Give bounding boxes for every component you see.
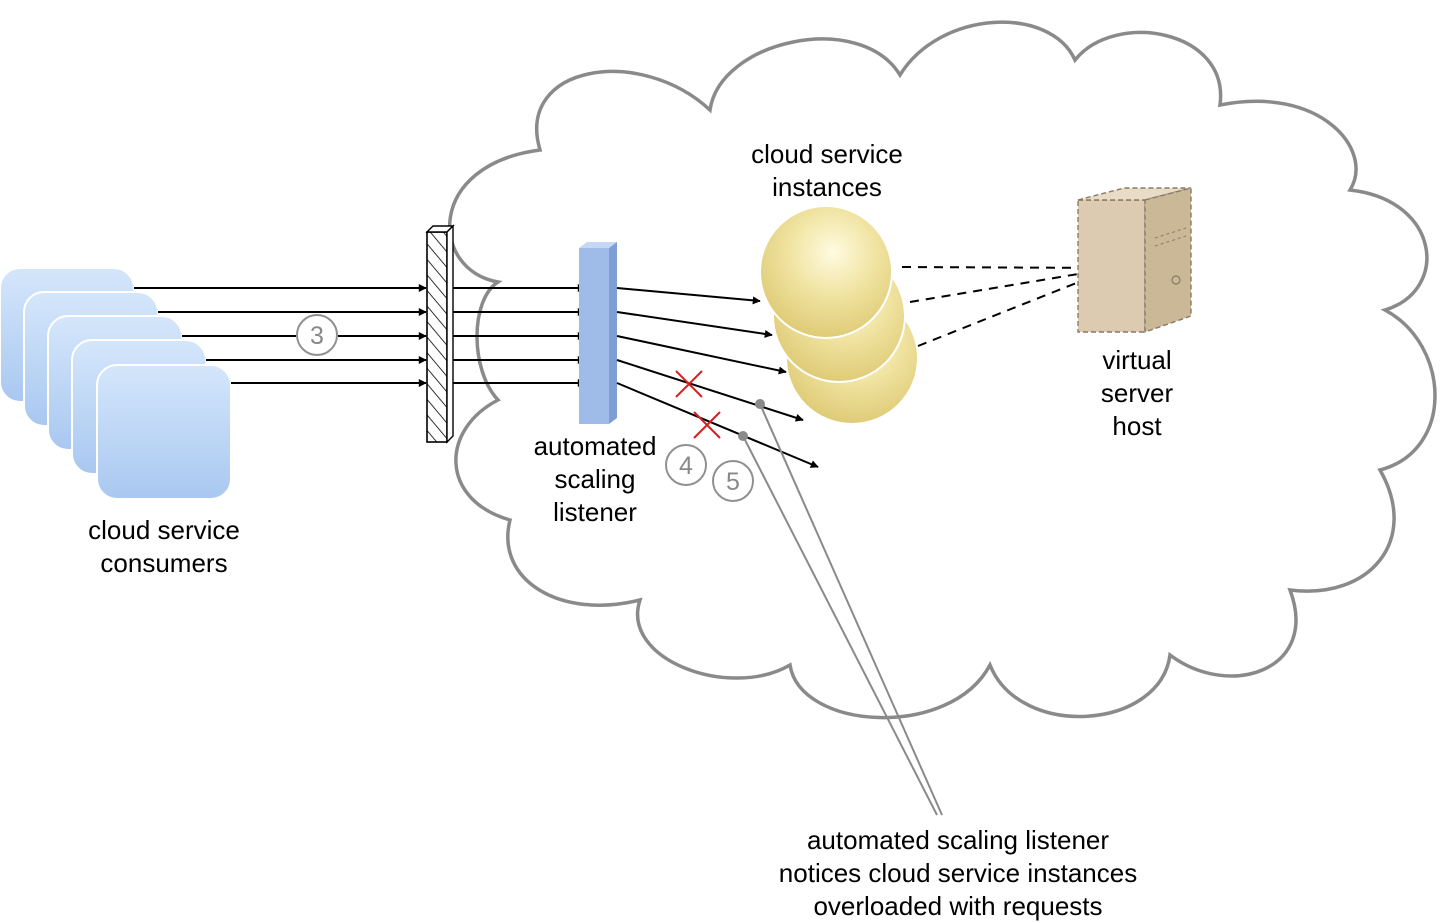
host-label-line: host xyxy=(1112,411,1162,441)
listener-label: automated scaling listener xyxy=(505,430,685,529)
svg-text:3: 3 xyxy=(310,322,324,350)
host-label-line: virtual xyxy=(1102,345,1172,375)
firewall-icon xyxy=(425,224,455,444)
callout-lines xyxy=(742,403,943,816)
callout-label-line: automated scaling listener xyxy=(806,825,1110,855)
svg-text:5: 5 xyxy=(726,468,740,496)
step-marker-4: 4 xyxy=(665,444,707,486)
request-arrows-mid xyxy=(453,284,586,387)
listener-label-line: scaling xyxy=(554,464,636,494)
callout-label-line: overloaded with requests xyxy=(813,891,1103,921)
callout-label: automated scaling listener notices cloud… xyxy=(740,824,1176,923)
instances-label-line: cloud service xyxy=(751,139,903,169)
consumers-label-line: cloud service xyxy=(88,515,240,545)
instances-label-line: instances xyxy=(772,172,882,202)
instance-sphere xyxy=(759,205,893,339)
cloud-service-instances xyxy=(759,205,919,425)
rejected-request-marks xyxy=(675,370,721,439)
callout-dot xyxy=(738,431,748,441)
consumers-label-line: consumers xyxy=(100,548,228,578)
request-arrows-in xyxy=(134,284,427,387)
callout-dot xyxy=(755,399,765,409)
step-marker-3: 3 xyxy=(296,314,338,356)
callout-label-line: notices cloud service instances xyxy=(778,858,1138,888)
svg-text:4: 4 xyxy=(679,452,693,480)
cloud-service-consumers xyxy=(0,267,232,500)
consumer-tile xyxy=(96,364,232,500)
listener-label-line: automated xyxy=(533,431,657,461)
host-label: virtual server host xyxy=(1057,344,1217,443)
step-marker-5: 5 xyxy=(712,460,754,502)
automated-scaling-listener xyxy=(579,242,617,424)
request-arrows-out xyxy=(616,287,819,468)
listener-label-line: listener xyxy=(553,497,637,527)
consumers-label: cloud service consumers xyxy=(44,514,284,580)
server-icon xyxy=(1077,187,1192,333)
host-label-line: server xyxy=(1100,378,1174,408)
instances-label: cloud service instances xyxy=(712,138,942,204)
